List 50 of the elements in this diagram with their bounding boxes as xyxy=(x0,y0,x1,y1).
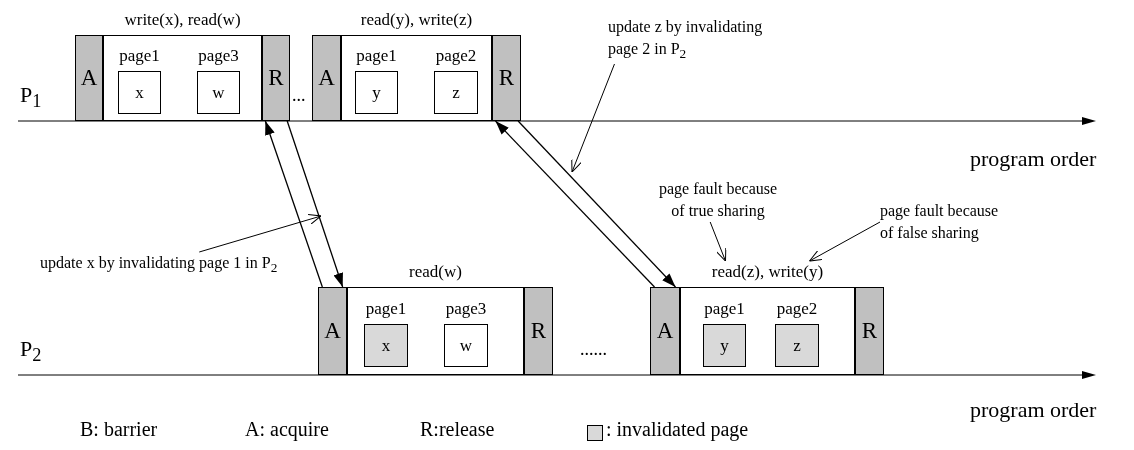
operation-label: read(z), write(y) xyxy=(710,261,825,283)
process-label: P$_{2}$ xyxy=(20,338,42,367)
operation-label: read(w) xyxy=(408,261,463,283)
message-arrow xyxy=(494,120,656,288)
legend-text: : invalidated page xyxy=(606,418,749,440)
page-label: page2 xyxy=(434,45,478,67)
page-box: y xyxy=(703,324,746,367)
leader-line xyxy=(571,63,615,173)
leader-line xyxy=(809,221,881,262)
page-box: z xyxy=(775,324,819,367)
axis-label: program order xyxy=(970,148,1097,170)
leader-line xyxy=(198,214,322,253)
sync-block: R xyxy=(855,287,884,375)
annotation-text: update z by invalidating page 2 in P$_{2}$ xyxy=(608,16,788,64)
sync-block: R xyxy=(262,35,290,121)
page-label: page1 xyxy=(364,298,408,320)
page-box: w xyxy=(444,324,488,367)
page-label: page2 xyxy=(775,298,819,320)
axis-label: program order xyxy=(970,399,1097,421)
ellipsis: ...... xyxy=(580,338,607,360)
page-label: page3 xyxy=(444,298,488,320)
message-arrow xyxy=(286,120,344,288)
annotation-text: update x by invalidating page 1 in P$_{2}$ xyxy=(40,252,285,296)
leader-line xyxy=(709,221,727,262)
ellipsis: ... xyxy=(292,84,306,106)
sync-block: A xyxy=(312,35,341,121)
message-arrow xyxy=(264,120,323,288)
message-arrow xyxy=(517,120,677,288)
page-box: w xyxy=(197,71,240,114)
sync-block: R xyxy=(492,35,521,121)
annotation-text: page fault because of true sharing xyxy=(653,178,783,222)
sync-block: A xyxy=(650,287,680,375)
page-label: page1 xyxy=(355,45,398,67)
page-box: x xyxy=(364,324,408,367)
page-label: page3 xyxy=(197,45,240,67)
legend-text: B: barrier xyxy=(80,418,158,440)
page-label: page1 xyxy=(118,45,161,67)
legend-text: A: acquire xyxy=(245,418,329,440)
legend-text: R:release xyxy=(420,418,495,440)
operation-label: write(x), read(w) xyxy=(123,9,242,31)
process-label: P$_{1}$ xyxy=(20,84,42,113)
page-box: y xyxy=(355,71,398,114)
page-label: page1 xyxy=(703,298,746,320)
page-box: z xyxy=(434,71,478,114)
page-box: x xyxy=(118,71,161,114)
sync-block: R xyxy=(524,287,553,375)
sync-block: A xyxy=(318,287,347,375)
operation-label: read(y), write(z) xyxy=(359,9,474,31)
annotation-text: page fault because of false sharing xyxy=(880,200,1015,244)
sync-block: A xyxy=(75,35,103,121)
